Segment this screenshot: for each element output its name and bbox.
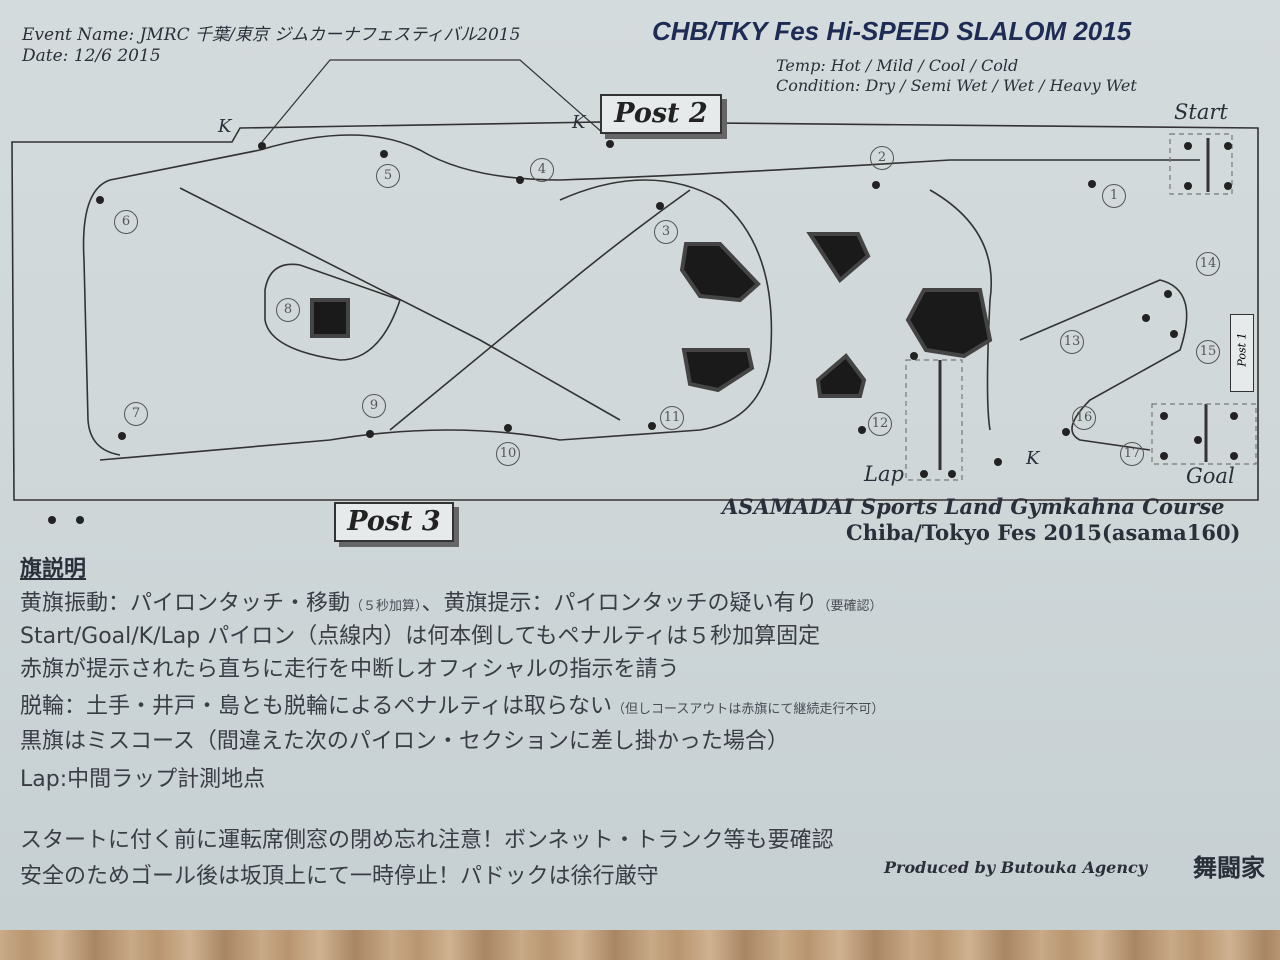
track-path-right [929, 189, 992, 431]
post-1-box: Post 1 [1230, 314, 1254, 392]
post2-line [261, 59, 605, 143]
pylon-number-1: 1 [1102, 184, 1126, 208]
flag-legend-title: 旗説明 [20, 557, 87, 582]
course-subtitle: Chiba/Tokyo Fes 2015(asama160) [846, 520, 1241, 545]
course-name: ASAMADAI Sports Land Gymkahna Course [722, 494, 1225, 519]
track-path-cross2 [389, 189, 691, 431]
legend-rule-derail: 脱輪：土手・井戸・島とも脱輪によるペナルティは取らない（但しコースアウトは赤旗に… [20, 688, 884, 720]
document-title: CHB/TKY Fes Hi-SPEED SLALOM 2015 [652, 16, 1132, 46]
pylon-number-7: 7 [124, 402, 148, 426]
island-8 [264, 263, 402, 361]
legend-rule-black-flag: 黒旗はミスコース（間違えた次のパイロン・セクションに差し掛かった場合） [20, 729, 789, 754]
rule4-note: （但しコースアウトは赤旗にて継続走行不可） [612, 702, 885, 717]
obstacle-8-square [310, 298, 350, 338]
track-path-cross1 [179, 187, 621, 421]
start-box [1169, 133, 1233, 195]
temperature-options: Temp: Hot / Mild / Cool / Cold [776, 56, 1019, 75]
legend-rule-red-flag: 赤旗が提示されたら直ちに走行を中断しオフィシャルの指示を請う [20, 657, 680, 682]
pylon-number-6: 6 [114, 210, 138, 234]
pylon-number-16: 16 [1072, 406, 1096, 430]
rule1-note: （５秒加算） [350, 599, 422, 614]
rule4-text: 脱輪：土手・井戸・島とも脱輪によるペナルティは取らない [20, 694, 613, 719]
warning-window: スタートに付く前に運転席側窓の閉め忘れ注意！ボンネット・トランク等も要確認 [20, 828, 834, 853]
k-marker-top: K [572, 112, 586, 133]
rule1-text: 黄旗振動：パイロンタッチ・移動 [20, 591, 351, 616]
rule1b-note: （要確認） [817, 599, 883, 614]
goal-box [1151, 403, 1257, 465]
obstacle-3 [905, 288, 993, 359]
obstacle-4 [681, 348, 755, 393]
lap-label: Lap [864, 462, 904, 486]
track-path-inner [99, 179, 773, 461]
pylon-number-5: 5 [376, 164, 400, 188]
pylon-number-15: 15 [1196, 340, 1220, 364]
post-2-box: Post 2 [600, 94, 722, 134]
pylon-number-17: 17 [1120, 442, 1144, 466]
k-marker-left: K [218, 116, 232, 137]
pylon-number-3: 3 [654, 220, 678, 244]
lap-box [905, 359, 963, 481]
condition-options: Condition: Dry / Semi Wet / Wet / Heavy … [776, 76, 1137, 95]
pylon-number-10: 10 [496, 442, 520, 466]
obstacle-1 [679, 242, 761, 303]
obstacle-5 [815, 353, 867, 398]
pylon-number-11: 11 [660, 406, 684, 430]
rule1b-text: 、黄旗提示：パイロンタッチの疑い有り [421, 591, 818, 616]
legend-rule-lap: Lap:中間ラップ計測地点 [20, 767, 266, 792]
post-3-box: Post 3 [334, 502, 454, 542]
legend-rule-penalty: Start/Goal/K/Lap パイロン（点線内）は何本倒してもペナルティは５… [20, 624, 821, 649]
course-boundary [11, 121, 1259, 501]
pylon-number-4: 4 [530, 158, 554, 182]
post-1-label: Post 1 [1235, 332, 1249, 367]
produced-by: Produced by Butouka Agency [884, 858, 1148, 877]
obstacle-2 [806, 232, 871, 284]
k-marker-bottom: K [1026, 448, 1040, 469]
pylon-number-13: 13 [1060, 330, 1084, 354]
warning-stop: 安全のためゴール後は坂頂上にて一時停止！パドックは徐行厳守 [20, 864, 659, 889]
track-path-loop [1019, 279, 1188, 451]
legend-rule-yellow-flag: 黄旗振動：パイロンタッチ・移動（５秒加算）、黄旗提示：パイロンタッチの疑い有り（… [20, 585, 883, 617]
track-path-main [82, 134, 1200, 456]
pylon-number-9: 9 [362, 394, 386, 418]
pylon-number-2: 2 [870, 146, 894, 170]
course-map-sheet [0, 0, 1280, 930]
start-label: Start [1174, 100, 1228, 124]
event-name: Event Name: JMRC 千葉/東京 ジムカーナフェスティバル2015 [22, 25, 521, 45]
goal-label: Goal [1186, 464, 1235, 488]
event-date: Date: 12/6 2015 [22, 46, 161, 66]
butouka-logo: 舞闘家 [1193, 854, 1265, 882]
pylon-number-8: 8 [276, 298, 300, 322]
pylon-number-14: 14 [1196, 252, 1220, 276]
pylon-number-12: 12 [868, 412, 892, 436]
